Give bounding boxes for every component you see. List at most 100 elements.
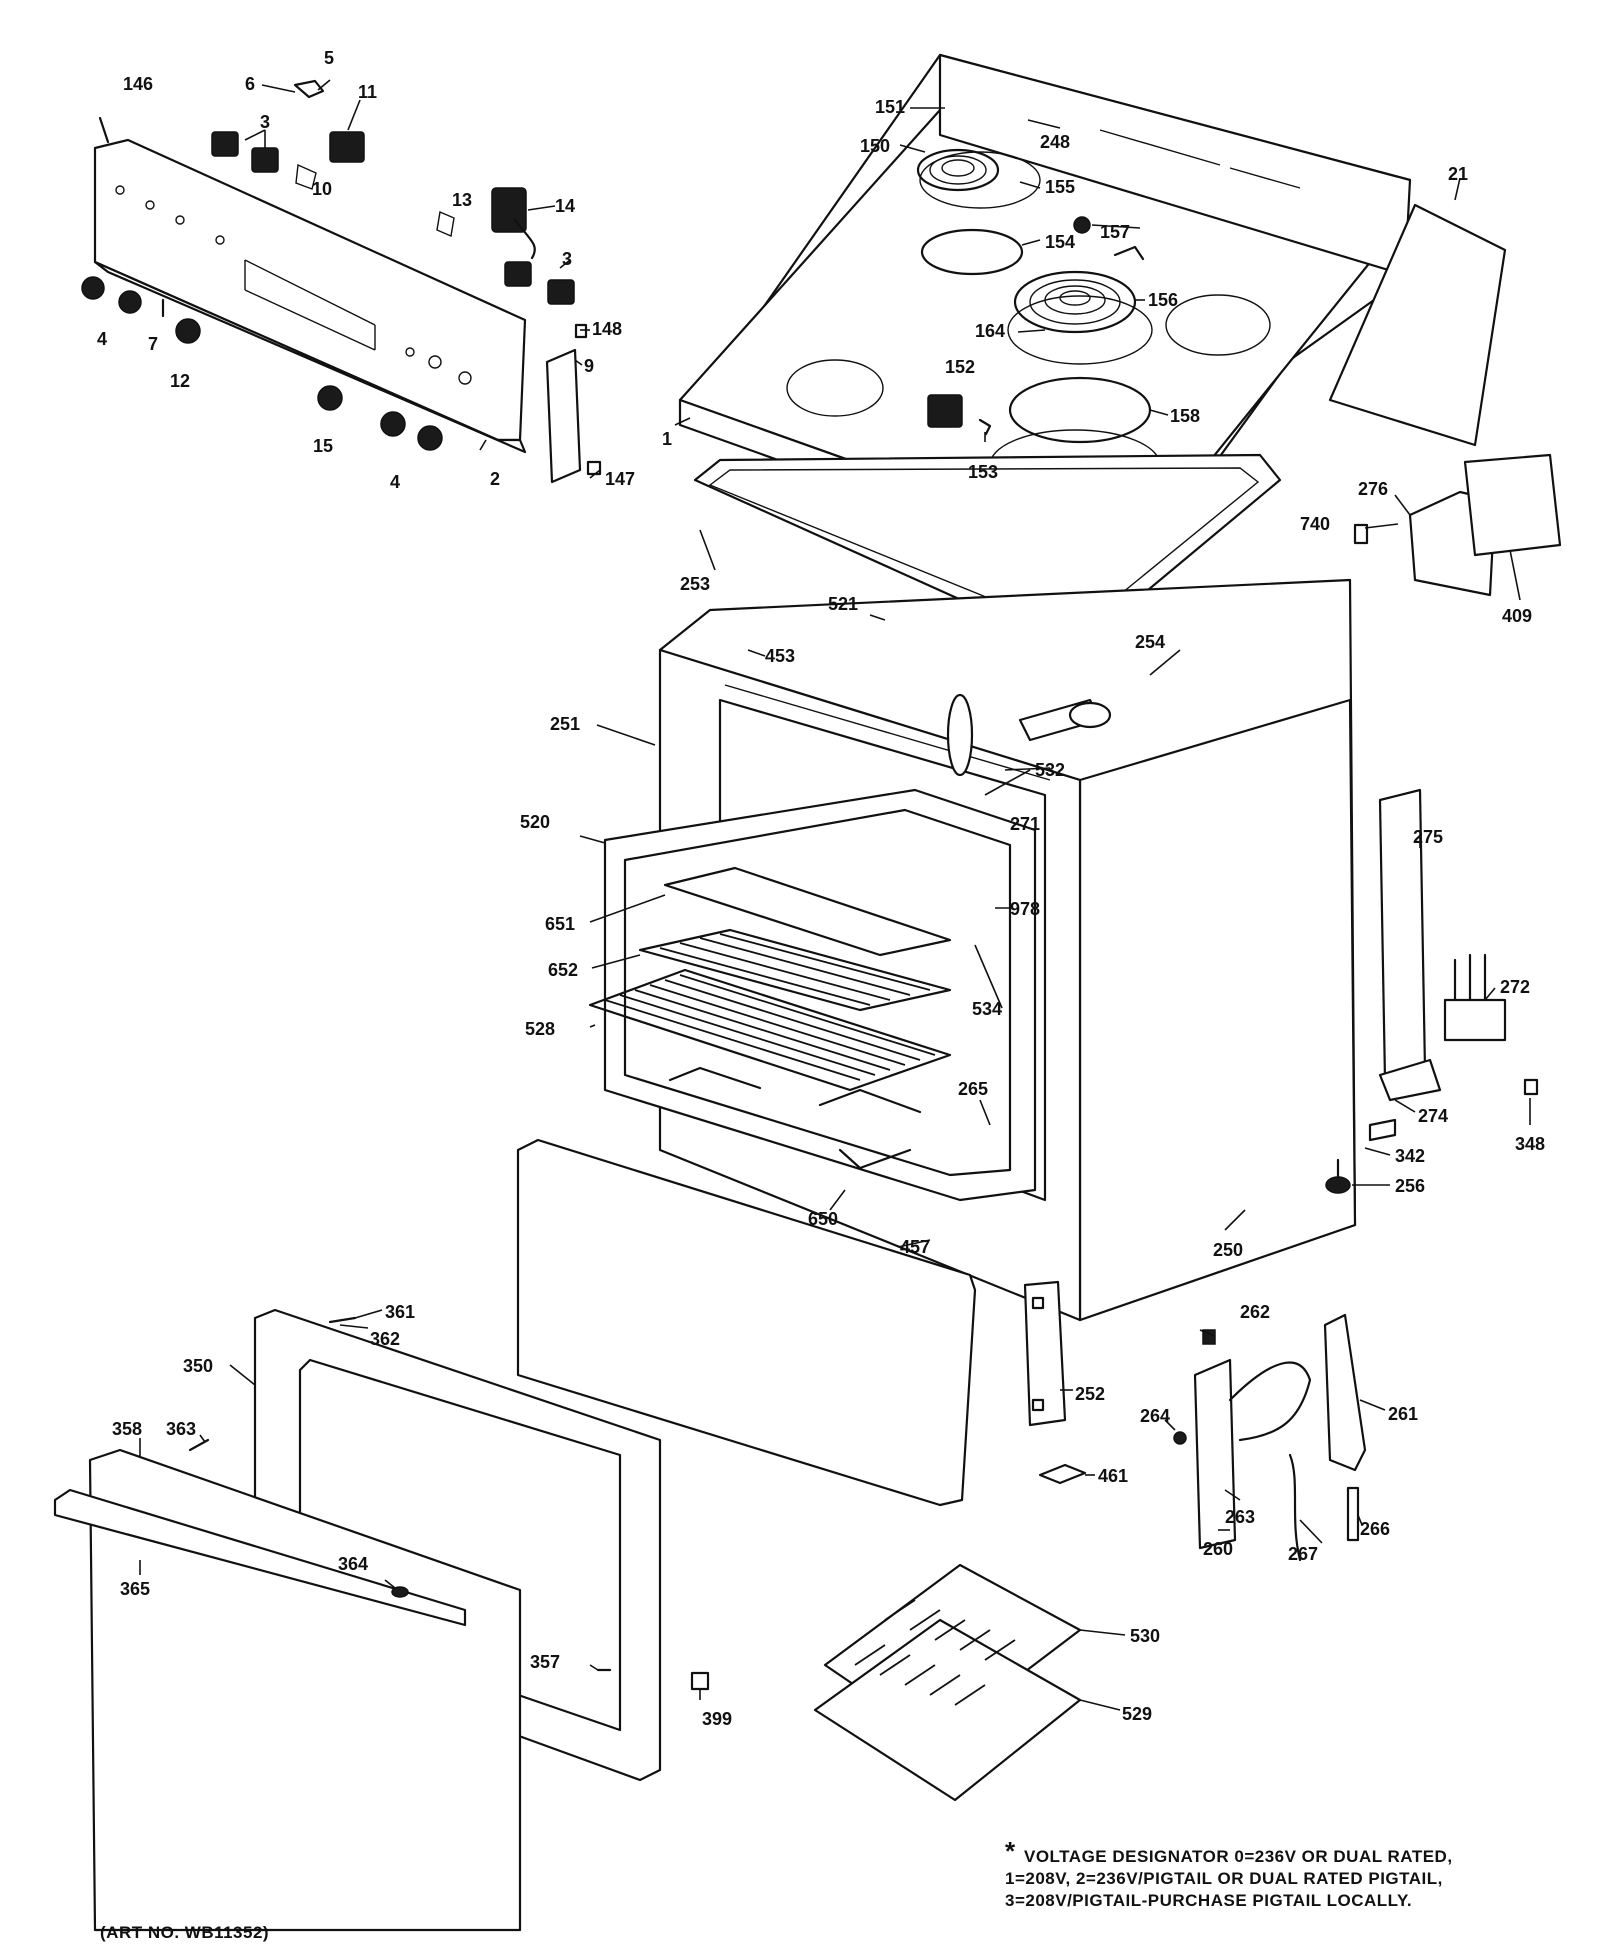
panel-end-bracket [545,323,602,484]
label-365: 365 [120,1579,150,1599]
label-362: 362 [370,1329,400,1349]
label-461: 461 [1098,1466,1128,1486]
door-small-parts [188,1316,710,1691]
terminal-block [1443,953,1507,1042]
label-254: 254 [1135,632,1165,652]
label-15: 15 [313,436,333,456]
label-266: 266 [1360,1519,1390,1539]
label-529: 529 [1122,1704,1152,1724]
label-150: 150 [860,136,890,156]
label-263: 263 [1225,1507,1255,1527]
label-248: 248 [1040,132,1070,152]
broiler-pan-and-rack [813,1563,1082,1802]
label-265: 265 [958,1079,988,1099]
label-14: 14 [555,196,575,216]
label-409: 409 [1502,606,1532,626]
label-154: 154 [1045,232,1075,252]
door-outer-panel [53,1448,522,1932]
label-358: 358 [112,1419,142,1439]
label-1: 1 [662,429,672,449]
label-399: 399 [702,1709,732,1729]
label-7: 7 [148,334,158,354]
label-164: 164 [975,321,1005,341]
infinite-switches [98,79,575,305]
footnote-line-2: 1=208V, 2=236V/PIGTAIL OR DUAL RATED PIG… [1005,1869,1443,1888]
label-532: 532 [1035,760,1065,780]
label-157: 157 [1100,222,1130,242]
label-651: 651 [545,914,575,934]
label-6: 6 [245,74,255,94]
label-348: 348 [1515,1134,1545,1154]
label-521: 521 [828,594,858,614]
label-274: 274 [1418,1106,1448,1126]
leveling-leg [1325,1118,1397,1194]
label-740: 740 [1300,514,1330,534]
label-520: 520 [520,812,550,832]
label-3: 3 [260,112,270,132]
oven-racks [588,866,952,1170]
label-148: 148 [592,319,622,339]
label-4: 4 [97,329,107,349]
part-348-grommet [1523,1078,1539,1096]
label-650: 650 [808,1209,838,1229]
label-152: 152 [945,357,975,377]
terminal-block-cover [1353,453,1562,597]
label-457: 457 [900,1237,930,1257]
label-530: 530 [1130,1626,1160,1646]
label-3: 3 [562,249,572,269]
footnote-line-3: 3=208V/PIGTAIL-PURCHASE PIGTAIL LOCALLY. [1005,1891,1412,1910]
label-262: 262 [1240,1302,1270,1322]
control-panel-backsplash [93,138,527,454]
label-147: 147 [605,469,635,489]
label-251: 251 [550,714,580,734]
label-453: 453 [765,646,795,666]
label-363: 363 [166,1419,196,1439]
label-252: 252 [1075,1384,1105,1404]
label-276: 276 [1358,479,1388,499]
part-number-labels: 146 5 6 11 3 10 13 14 3 4 7 12 148 9 15 … [97,48,1545,1729]
label-250: 250 [1213,1240,1243,1260]
surface-heating-units [916,148,1161,501]
label-158: 158 [1170,406,1200,426]
label-11: 11 [358,82,377,102]
label-9: 9 [584,356,594,376]
label-153: 153 [968,462,998,482]
footnote-asterisk: * [1005,1836,1016,1866]
label-357: 357 [530,1652,560,1672]
label-21: 21 [1448,164,1468,184]
label-256: 256 [1395,1176,1425,1196]
voltage-designator-note: * VOLTAGE DESIGNATOR 0=236V OR DUAL RATE… [1005,1836,1453,1910]
label-342: 342 [1395,1146,1425,1166]
oven-vent-duct [1378,788,1442,1102]
label-261: 261 [1388,1404,1418,1424]
label-146: 146 [123,74,153,94]
label-361: 361 [385,1302,415,1322]
label-2: 2 [490,469,500,489]
label-528: 528 [525,1019,555,1039]
label-155: 155 [1045,177,1075,197]
oven-front-frame [603,788,1037,1202]
label-10: 10 [312,179,332,199]
label-272: 272 [1500,977,1530,997]
footnote-line-1: VOLTAGE DESIGNATOR 0=236V OR DUAL RATED, [1024,1847,1453,1866]
label-264: 264 [1140,1406,1170,1426]
label-978: 978 [1010,899,1040,919]
label-364: 364 [338,1554,368,1574]
leader-lines [139,79,1531,1711]
label-534: 534 [972,999,1002,1019]
art-number: (ART NO. WB11352) [100,1923,269,1942]
control-knobs [81,276,443,451]
label-253: 253 [680,574,710,594]
oven-door-inner-panel [516,1138,977,1507]
oven-door-hinges [1023,1280,1367,1562]
label-260: 260 [1203,1539,1233,1559]
rear-panel [1328,203,1507,447]
label-271: 271 [1010,814,1040,834]
label-652: 652 [548,960,578,980]
label-156: 156 [1148,290,1178,310]
label-275: 275 [1413,827,1443,847]
label-4: 4 [390,472,400,492]
label-12: 12 [170,371,190,391]
label-151: 151 [875,97,905,117]
